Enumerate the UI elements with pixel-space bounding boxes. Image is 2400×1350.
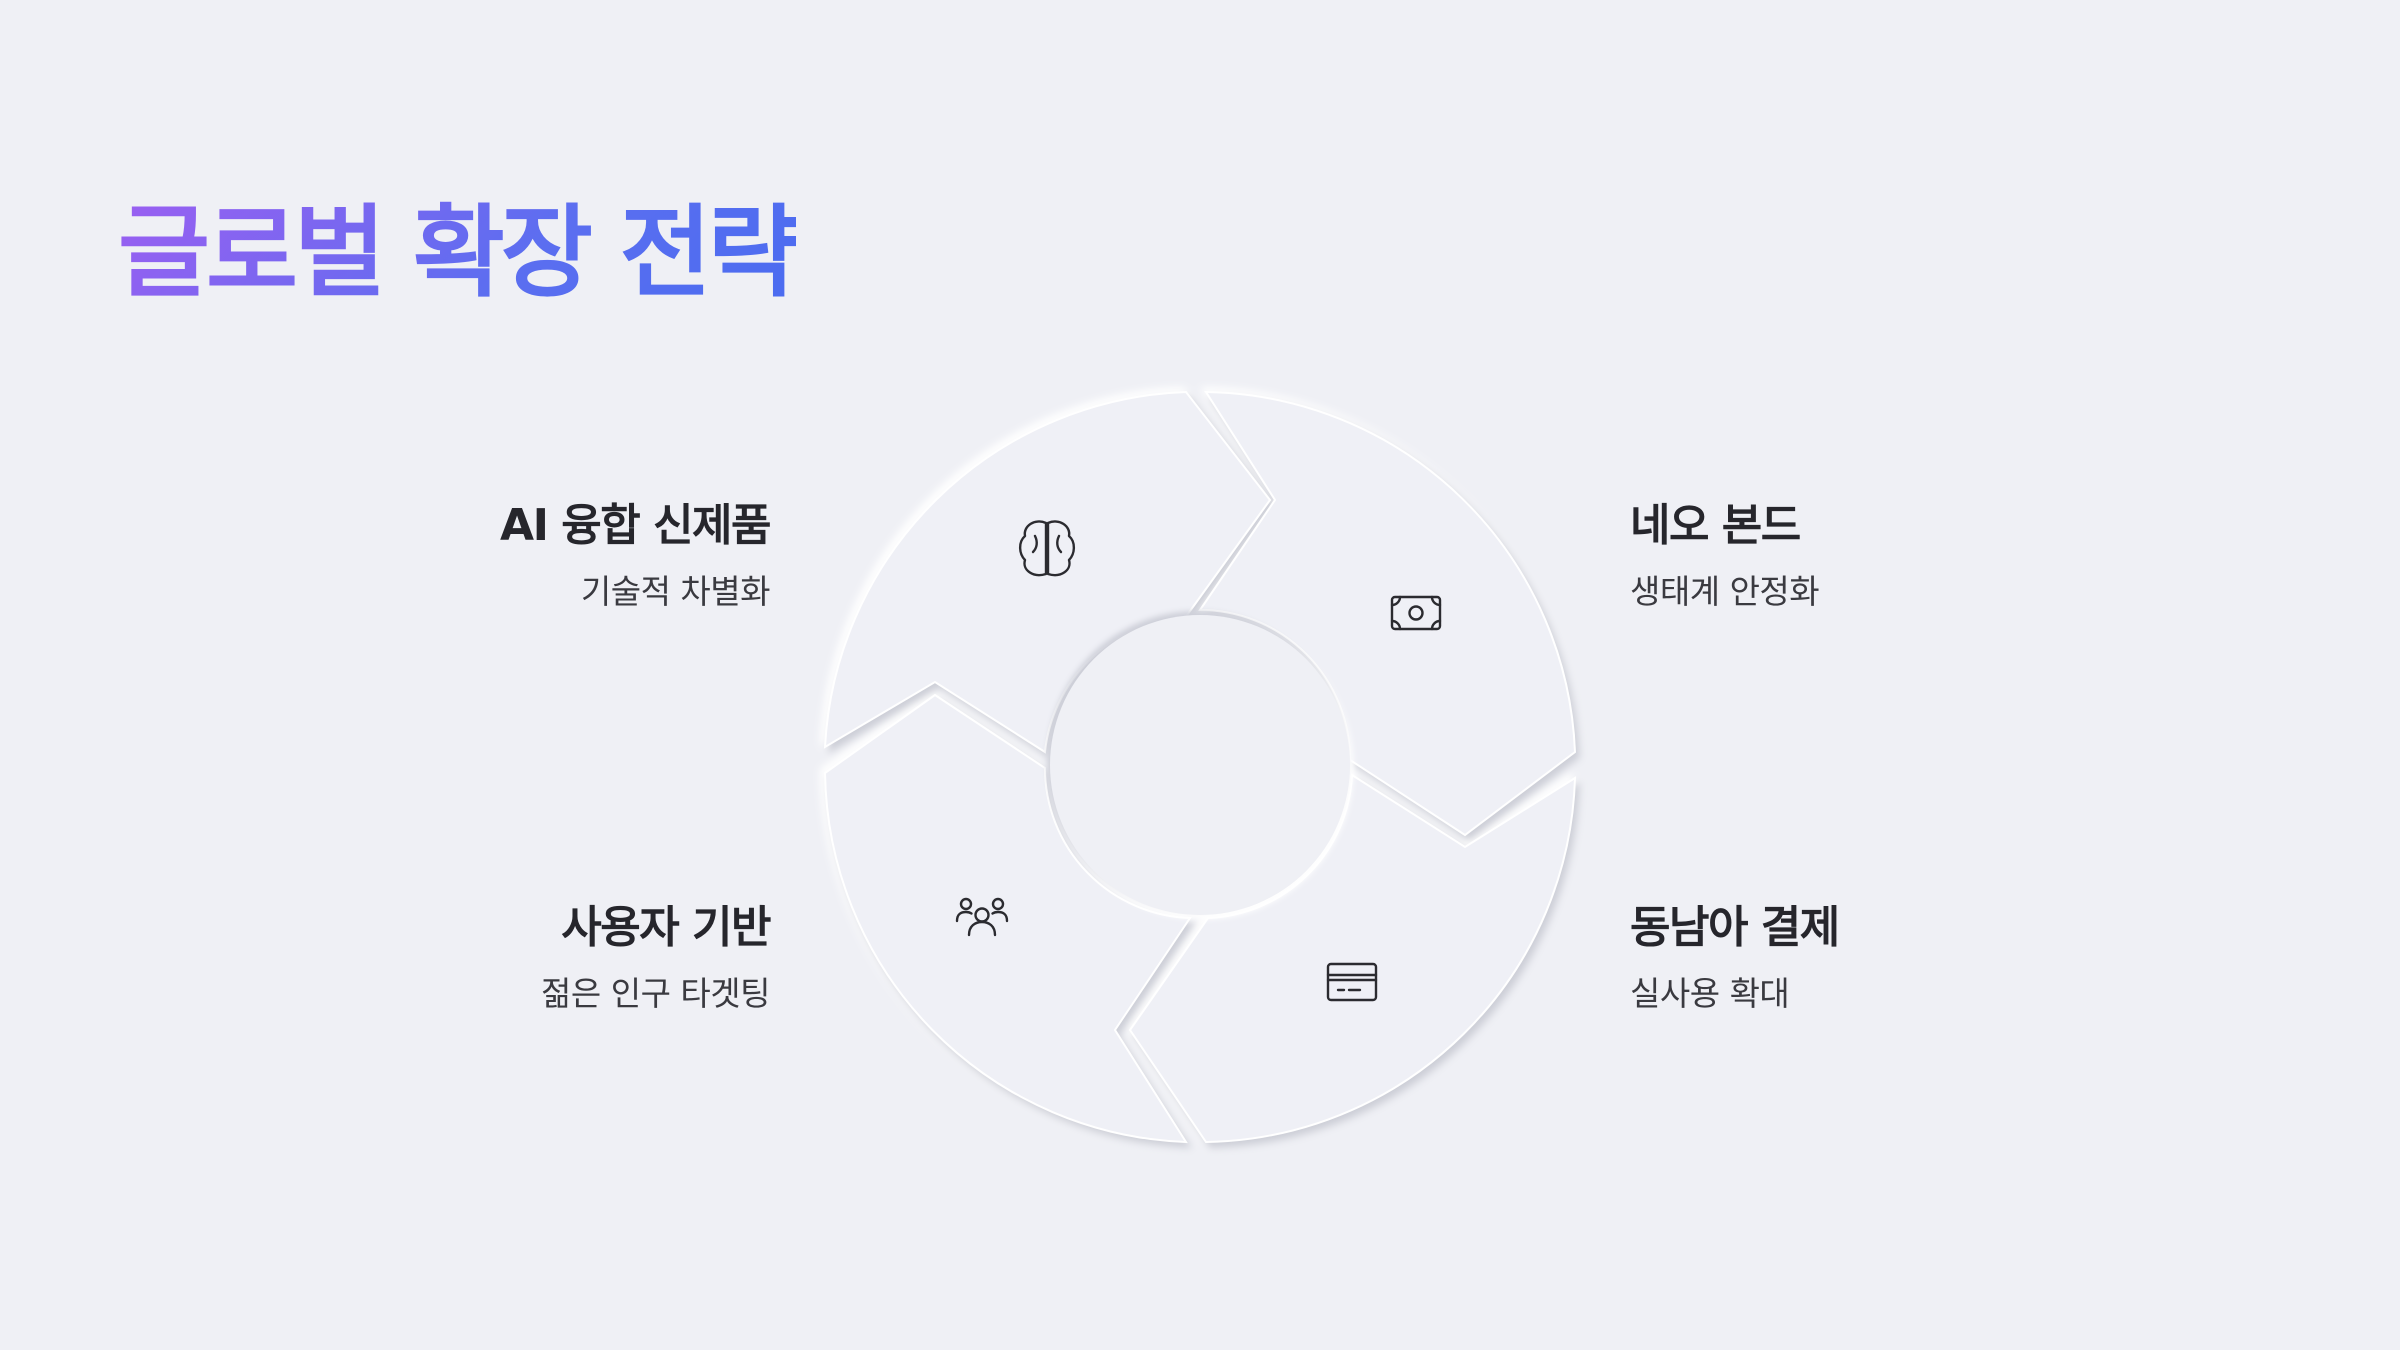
segment-heading: 사용자 기반	[561, 902, 771, 953]
segment-description: 젊은 인구 타겟팅	[541, 974, 771, 1013]
center-hole	[1050, 615, 1350, 915]
segment-neo-shape	[1198, 390, 1577, 837]
segment-heading: 동남아 결제	[1630, 902, 1840, 953]
segment-sea-shape	[1128, 773, 1577, 1144]
segment-heading: AI 융합 신제품	[500, 500, 771, 551]
segment-description: 생태계 안정화	[1630, 572, 1820, 611]
segment-description: 실사용 확대	[1630, 974, 1790, 1013]
page-title: 글로벌 확장 전략	[118, 194, 800, 311]
brain-icon	[1018, 520, 1076, 577]
segment-label-users: 사용자 기반 젊은 인구 타겟팅	[210, 900, 772, 1016]
users-icon	[955, 897, 1009, 937]
segment-label-ai: AI 융합 신제품 기술적 차별화	[210, 498, 771, 614]
segment-heading: 네오 본드	[1630, 500, 1801, 551]
segment-label-sea: 동남아 결제 실사용 확대	[1630, 900, 2190, 1016]
segment-description: 기술적 차별화	[580, 572, 771, 611]
segment-label-neo: 네오 본드 생태계 안정화	[1630, 498, 2190, 614]
banknote-icon	[1390, 595, 1442, 631]
credit-card-icon	[1326, 962, 1378, 1002]
